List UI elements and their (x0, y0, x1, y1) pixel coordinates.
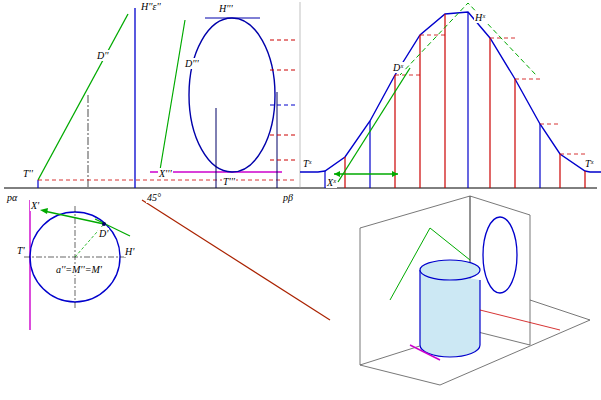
point-label: D'' (96, 50, 110, 61)
point-label: Tˣ (584, 158, 594, 169)
point-label: Tˣ (302, 158, 312, 169)
point-label: pβ (282, 192, 294, 203)
point-label: X''' (158, 168, 173, 179)
point-label: pα (6, 192, 18, 203)
point-label: 45° (146, 192, 162, 203)
point-label: a''=M''=M' (55, 264, 103, 275)
point-label: H''' (218, 3, 234, 14)
point-label: Hˣ (474, 12, 486, 23)
point-label: H' (124, 246, 135, 257)
point-label: X' (30, 200, 40, 211)
point-label: Dˣ (392, 62, 404, 73)
point-label: D''' (184, 58, 200, 69)
point-label: Xˣ (326, 177, 337, 188)
point-label: T'' (22, 168, 34, 179)
point-label: T''' (222, 176, 236, 187)
point-label: T' (16, 245, 26, 256)
point-label: H''ε'' (140, 1, 162, 12)
point-label: D' (98, 228, 109, 239)
